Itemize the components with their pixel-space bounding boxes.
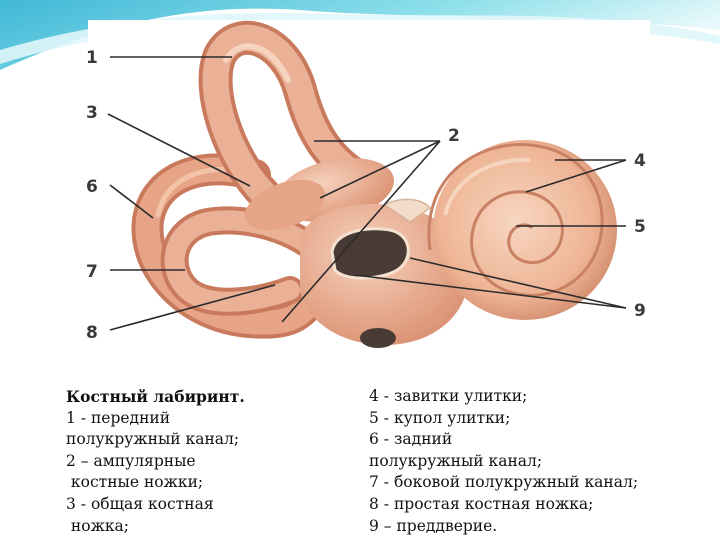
caption-line: 4 - завитки улитки;	[369, 386, 638, 408]
label-6: 6	[86, 177, 98, 197]
label-4: 4	[634, 151, 646, 171]
caption-line: 6 - задний	[369, 429, 638, 451]
caption-line: 9 – преддверие.	[369, 516, 638, 538]
caption-line: ножка;	[66, 516, 245, 538]
caption-line: полукружный канал;	[369, 451, 638, 473]
label-9: 9	[634, 301, 646, 321]
label-3: 3	[86, 103, 98, 123]
caption-line: 3 - общая костная	[66, 494, 245, 516]
oval-window	[332, 229, 408, 278]
cochlea-shell	[433, 140, 617, 320]
caption-right-column: 4 - завитки улитки; 5 - купол улитки; 6 …	[369, 386, 638, 537]
caption-line: костные ножки;	[66, 472, 245, 494]
caption-line: 2 – ампулярные	[66, 451, 245, 473]
caption-line: 5 - купол улитки;	[369, 408, 638, 430]
caption-left-column: Костный лабиринт. 1 - передний полукружн…	[66, 386, 245, 537]
caption-line: полукружный канал;	[66, 429, 245, 451]
label-7: 7	[86, 262, 98, 282]
bony-labyrinth-illustration: 1 2 3 4 5 6 7 8 9	[0, 0, 720, 370]
label-8: 8	[86, 323, 98, 343]
caption-line: 1 - передний	[66, 408, 245, 430]
round-window	[360, 328, 396, 348]
label-2: 2	[448, 126, 460, 146]
label-5: 5	[634, 217, 646, 237]
caption-title: Костный лабиринт.	[66, 386, 245, 408]
caption-line: 7 - боковой полукружный канал;	[369, 472, 638, 494]
caption-line: 8 - простая костная ножка;	[369, 494, 638, 516]
label-1: 1	[86, 48, 98, 68]
